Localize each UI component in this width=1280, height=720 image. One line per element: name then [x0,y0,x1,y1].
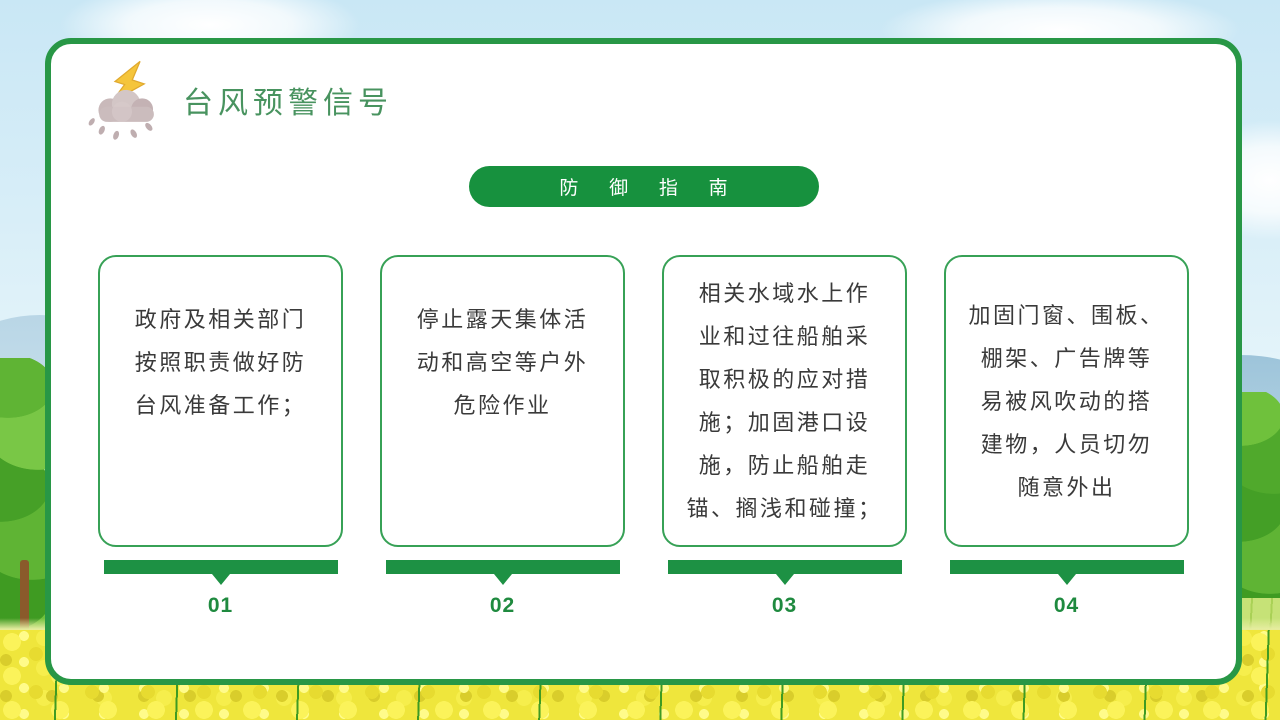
defense-step-2: 停止露天集体活 动和高空等户外 危险作业 02 [380,255,625,618]
defense-step-3: 相关水域水上作 业和过往船舶采 取积极的应对措 施；加固港口设 施，防止船舶走 … [662,255,907,618]
tree-trunk [20,560,29,650]
card-text-line: 政府及相关部门 [134,307,307,332]
card-text-line: 建物，人员切勿 [980,431,1153,457]
card-text-line: 相关水域水上作 [698,281,871,306]
arrow-down-icon [211,574,230,585]
defense-card: 相关水域水上作 业和过往船舶采 取积极的应对措 施；加固港口设 施，防止船舶走 … [662,255,907,547]
card-text-line: 按照职责做好防 [134,350,307,375]
slide-panel: 台风预警信号 防 御 指 南 政府及相关部门 按照职责做好防 台风准备工作； 0… [45,38,1242,685]
card-text-line: 棚架、广告牌等 [980,345,1153,371]
card-text-line: 业和过往船舶采 [698,324,871,349]
card-text-line: 施，防止船舶走 [698,453,871,478]
card-text-line: 加固门窗、围板、 [968,302,1165,328]
card-text-line: 施；加固港口设 [698,410,871,435]
guide-badge: 防 御 指 南 [468,166,819,207]
storm-cloud-icon [88,60,154,140]
card-text-line: 停止露天集体活 [416,307,589,332]
page-title: 台风预警信号 [183,87,393,120]
card-text-line: 易被风吹动的搭 [980,388,1153,414]
defense-card: 停止露天集体活 动和高空等户外 危险作业 [380,255,625,547]
step-number: 01 [207,594,234,617]
step-number: 03 [771,594,798,617]
timeline-bar [103,560,338,585]
slide-header: 台风预警信号 [85,58,393,142]
arrow-down-icon [775,574,794,585]
arrow-down-icon [493,574,512,585]
arrow-down-icon [1057,574,1076,585]
defense-cards-row: 政府及相关部门 按照职责做好防 台风准备工作； 01 停止露天集体活 动和高空等… [98,255,1189,618]
card-text-line: 取积极的应对措 [698,367,871,392]
timeline-bar [667,560,902,585]
card-text-line: 台风准备工作； [134,393,307,418]
raindrop-icons [88,118,153,140]
defense-step-1: 政府及相关部门 按照职责做好防 台风准备工作； 01 [98,255,343,618]
card-text-line: 动和高空等户外 [416,350,589,375]
rain-cloud-shape [98,89,154,122]
step-number: 02 [489,594,516,617]
timeline-bar [385,560,620,585]
step-number: 04 [1053,594,1080,617]
defense-card: 加固门窗、围板、 棚架、广告牌等 易被风吹动的搭 建物，人员切勿 随意外出 [944,255,1189,547]
card-text-line: 危险作业 [453,393,552,418]
defense-card: 政府及相关部门 按照职责做好防 台风准备工作； [98,255,343,547]
card-text-line: 锚、搁浅和碰撞； [686,496,883,521]
timeline-bar [949,560,1184,585]
card-text-line: 随意外出 [1017,474,1116,500]
defense-step-4: 加固门窗、围板、 棚架、广告牌等 易被风吹动的搭 建物，人员切勿 随意外出 04 [944,255,1189,618]
guide-badge-label: 防 御 指 南 [559,178,741,199]
